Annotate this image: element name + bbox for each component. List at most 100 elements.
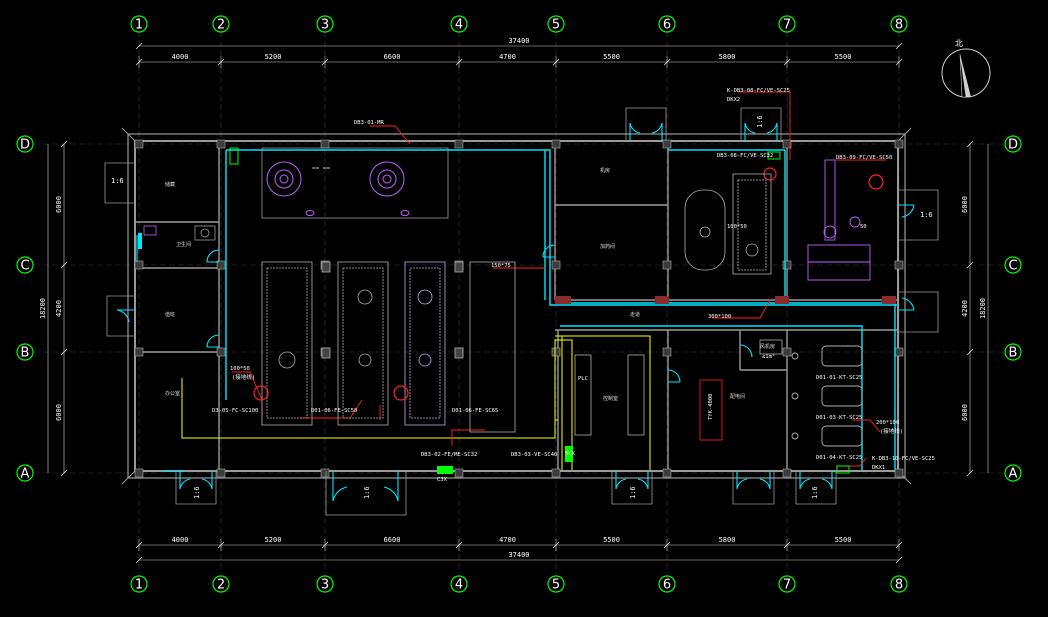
column-bubble-5: 5 bbox=[547, 575, 565, 593]
ann-box-a: CJX bbox=[437, 477, 448, 483]
column-post bbox=[782, 347, 792, 357]
yellow-control-routes bbox=[181, 335, 651, 470]
column-post bbox=[216, 468, 226, 478]
ann-duct-200-sub: (接地线) bbox=[880, 427, 903, 435]
row-bubble-D: D bbox=[1004, 135, 1022, 153]
column-bubble-8: 8 bbox=[890, 15, 908, 33]
dimension-span: 4700 bbox=[499, 536, 516, 544]
column-post bbox=[320, 468, 330, 478]
water-heater-equipment bbox=[684, 173, 772, 275]
dimension-span: 6000 bbox=[961, 196, 969, 213]
column-post bbox=[216, 139, 226, 149]
column-bubble-3: 3 bbox=[316, 15, 334, 33]
ann-top-right-sub: DKX2 bbox=[727, 97, 740, 103]
column-post bbox=[134, 260, 144, 270]
pump-1 bbox=[266, 161, 302, 197]
equipment-racks bbox=[261, 261, 516, 433]
ann-panel: PLC bbox=[578, 376, 588, 382]
ann-right-eq2: D01-03-KT-SC25 bbox=[816, 415, 862, 421]
column-post bbox=[216, 260, 226, 270]
column-post bbox=[551, 468, 561, 478]
room-label-ctrl: 控制室 bbox=[603, 395, 618, 402]
green-markers bbox=[138, 147, 850, 474]
ann-duct-200: 200*100 bbox=[876, 420, 899, 426]
row-bubble-D: D bbox=[16, 135, 34, 153]
column-label: 6 bbox=[663, 18, 671, 33]
column-bubble-2: 2 bbox=[212, 575, 230, 593]
scale-label-b2: 1:6 bbox=[363, 486, 371, 499]
row-bubble-A: A bbox=[1004, 464, 1022, 482]
room-label-dist: 配电间 bbox=[730, 393, 745, 400]
row-label: D bbox=[20, 138, 30, 153]
dimension-span: 5200 bbox=[265, 536, 282, 544]
pump-2 bbox=[369, 161, 405, 197]
ann-box-b: SCX bbox=[565, 451, 576, 457]
room-label-tl: 储藏 bbox=[165, 181, 175, 188]
column-post bbox=[894, 468, 904, 478]
door-frames bbox=[104, 107, 939, 516]
ann-room-right-a: DB3-08-FC/VE-SC32 bbox=[717, 153, 773, 159]
column-label: 5 bbox=[552, 18, 560, 33]
row-label: B bbox=[21, 346, 30, 361]
scale-label-left-top: 1:6 bbox=[111, 177, 124, 185]
column-post bbox=[662, 139, 672, 149]
column-label: 3 bbox=[321, 18, 329, 33]
north-arrow: 北 bbox=[941, 39, 991, 98]
ann-right-sub: DKX1 bbox=[872, 465, 885, 471]
column-bubble-8: 8 bbox=[890, 575, 908, 593]
column-post bbox=[551, 260, 561, 270]
scale-label-b3: 1:6 bbox=[629, 486, 637, 499]
column-label: 1 bbox=[135, 18, 143, 33]
column-label: 7 bbox=[783, 18, 791, 33]
room-label-pump: 机房 bbox=[600, 167, 610, 174]
column-post bbox=[454, 468, 464, 478]
ann-box-center: TYK-4000 bbox=[708, 394, 714, 421]
row-grid-bubbles-left: D C B A bbox=[16, 135, 34, 482]
pump-room-equipment: == == bbox=[261, 147, 449, 219]
column-bubble-5: 5 bbox=[547, 15, 565, 33]
row-label: C bbox=[20, 259, 29, 274]
column-bubble-1: 1 bbox=[130, 575, 148, 593]
room-label-chem: 加药间 bbox=[600, 243, 615, 250]
ann-room-right-b: DB3-09-FC/VE-SC50 bbox=[836, 155, 892, 161]
dimension-span: 4700 bbox=[499, 53, 516, 61]
ann-right-eq1: D01-01-KT-SC25 bbox=[816, 375, 862, 381]
column-post bbox=[782, 139, 792, 149]
column-post bbox=[894, 260, 904, 270]
column-label: 6 bbox=[663, 578, 671, 593]
ann-right-eq3: D01-04-KT-SC25 bbox=[816, 455, 862, 461]
dimension-span: 4200 bbox=[55, 300, 63, 317]
control-panels bbox=[574, 339, 783, 441]
ann-left-cable: 100*50 bbox=[230, 366, 250, 372]
column-label: 4 bbox=[455, 578, 463, 593]
column-label: 8 bbox=[895, 18, 903, 33]
column-bubble-1: 1 bbox=[130, 15, 148, 33]
scale-label-top: 1:6 bbox=[756, 115, 764, 128]
column-label: 2 bbox=[217, 578, 225, 593]
row-label: A bbox=[1009, 467, 1018, 482]
column-label: 3 bbox=[321, 578, 329, 593]
dimension-span: 4200 bbox=[961, 300, 969, 317]
column-post bbox=[320, 139, 330, 149]
ann-sc100: D3-05-FC-SC100 bbox=[212, 408, 258, 414]
doors bbox=[116, 122, 915, 502]
cyan-cable-trays bbox=[225, 149, 898, 470]
column-label: 1 bbox=[135, 578, 143, 593]
ann-sc50b: D01-06-FE-SC65 bbox=[452, 408, 498, 414]
column-label: 2 bbox=[217, 18, 225, 33]
row-bubble-C: C bbox=[16, 256, 34, 274]
ann-sc40: DB3-03-VE-SC40 bbox=[511, 452, 557, 458]
column-bubble-4: 4 bbox=[450, 15, 468, 33]
row-bubble-C: C bbox=[1004, 256, 1022, 274]
column-bubble-6: 6 bbox=[658, 575, 676, 593]
column-bubble-2: 2 bbox=[212, 15, 230, 33]
room-label-bl: 办公室 bbox=[165, 390, 180, 397]
column-post bbox=[551, 347, 561, 357]
dimension-span: 5500 bbox=[603, 536, 620, 544]
dimension-total: 18200 bbox=[979, 298, 987, 319]
ann-rack: 50 bbox=[860, 224, 867, 230]
row-label: A bbox=[21, 467, 30, 482]
dimension-total: 37400 bbox=[508, 37, 529, 45]
